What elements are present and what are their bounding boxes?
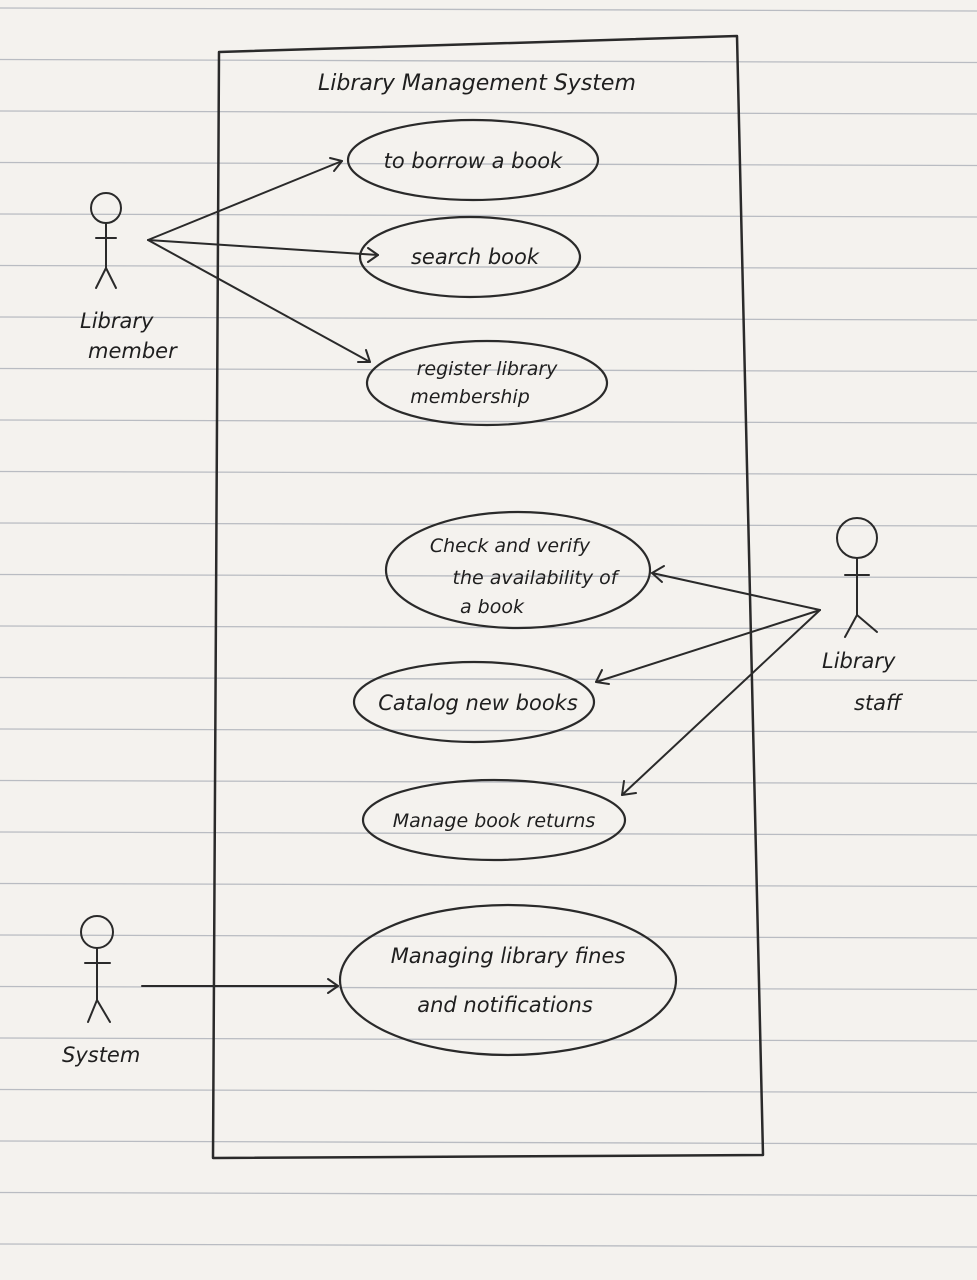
stick-figure-icon (80, 915, 114, 1023)
association-member-register (147, 239, 371, 363)
use-case-label: Manage book returns (393, 810, 596, 832)
ruled-line (0, 213, 977, 218)
ruled-line (0, 1140, 977, 1145)
ruled-line (0, 1243, 977, 1248)
ruled-line (0, 58, 977, 64)
ruled-line (0, 1037, 977, 1042)
ruled-line (0, 470, 977, 476)
ruled-line (0, 316, 977, 321)
ruled-line (0, 110, 977, 115)
use-case-check: Check and verify the availability of a b… (384, 510, 652, 630)
stick-figure-icon (90, 192, 122, 289)
ruled-line (0, 934, 977, 939)
ruled-line (0, 779, 977, 785)
ruled-line (0, 7, 977, 12)
actor-library-staff: Library staff (822, 517, 904, 715)
association-staff-catalog (595, 609, 821, 685)
use-case-label-line: membership (410, 386, 530, 408)
use-case-label: Catalog new books (378, 691, 578, 715)
use-case-search: search book (358, 215, 582, 299)
use-case-label-line: the availability of (453, 567, 621, 589)
actor-label-line: member (88, 339, 178, 363)
association-system-fines (141, 978, 339, 994)
actor-label-line: staff (854, 691, 904, 715)
use-case-label-line: Check and verify (430, 535, 591, 557)
use-case-register: register library membership (365, 339, 609, 427)
association-staff-check (651, 565, 821, 611)
actor-system: System (62, 915, 140, 1067)
actor-label-line: Library (80, 309, 154, 333)
use-case-catalog: Catalog new books (352, 660, 596, 744)
actor-library-member: Library member (80, 192, 178, 363)
use-case-label: search book (411, 245, 540, 269)
ruled-line (0, 161, 977, 167)
ruled-line (0, 419, 977, 424)
association-member-borrow (147, 157, 343, 241)
use-case-label: to borrow a book (384, 149, 563, 173)
use-case-borrow: to borrow a book (346, 118, 600, 202)
associations (141, 157, 821, 994)
actor-label-line: Library (822, 649, 896, 673)
association-member-search (147, 239, 379, 263)
ruled-line (0, 728, 977, 733)
ruled-line (0, 264, 977, 270)
stick-figure-icon (836, 517, 878, 638)
system-title: Library Management System (318, 71, 636, 96)
ruled-line (0, 573, 977, 579)
use-case-label-line: a book (460, 596, 525, 618)
ruled-line (0, 882, 977, 888)
actor-label: System (62, 1043, 140, 1067)
system-boundary: Library Management System (211, 34, 765, 1160)
association-staff-returns (621, 609, 821, 796)
ruled-line (0, 367, 977, 373)
ruled-line (0, 676, 977, 682)
ruled-line (0, 1088, 977, 1094)
use-case-label-line: register library (417, 358, 559, 380)
use-case-label-line: and notifications (417, 993, 593, 1017)
ruled-line (0, 1191, 977, 1197)
ruled-line (0, 831, 977, 836)
use-case-fines: Managing library fines and notifications (338, 903, 678, 1057)
use-case-returns: Manage book returns (361, 778, 627, 862)
ruled-line (0, 522, 977, 527)
use-case-label-line: Managing library fines (391, 944, 626, 968)
